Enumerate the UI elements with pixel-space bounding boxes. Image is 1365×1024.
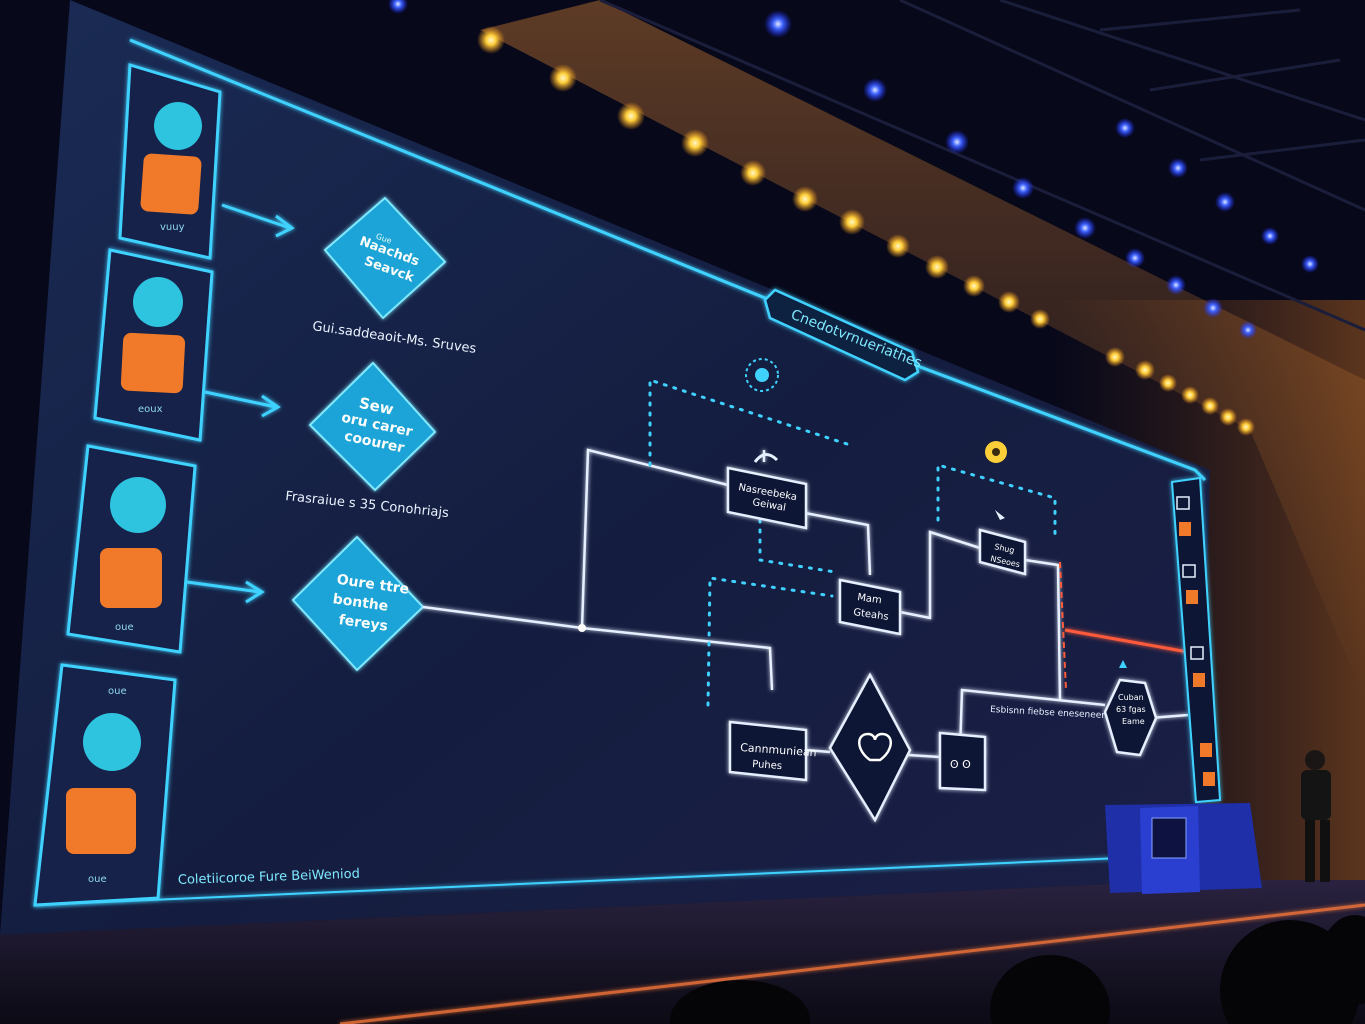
hexagon-line-3: Eame [1122,717,1145,726]
flow-box-main[interactable]: Mam Gteahs [838,578,902,636]
flow-box-line-1: Cannmuniean [740,741,817,759]
podium-screen [1151,817,1187,859]
diamond-2[interactable]: Sew oru carer coourer [308,361,437,492]
node-graph-icon [110,477,166,533]
projection-screen [0,0,1210,935]
heart-icon [858,732,892,762]
red-connector [1064,628,1189,654]
diamond-line-3: fereys [338,612,389,635]
flow-box-communication[interactable]: Cannmuniean Puhes [728,720,817,782]
flow-box-line-1: Shug [994,542,1016,555]
gear-badge-icon [985,441,1007,463]
stage-edge [339,903,1365,1024]
cloud-icon [753,453,779,463]
sidebar-arrows [186,203,295,604]
screen-border-bottom [34,854,1191,906]
sidebar-card-label: vuuy [160,222,185,233]
sidebar-card-1[interactable]: vuuy [118,63,222,260]
red-connector-vertical [1059,561,1067,691]
sidebar-card-4[interactable]: oue oue [33,663,177,907]
flow-box-gateway[interactable]: Nasreebeka Geiwal [726,466,808,530]
flow-hexagon[interactable]: Cuban 63 fgas Eame [1103,678,1158,757]
flow-box-line-2: Puhes [752,759,783,772]
flow-dotted-lines [648,377,1057,707]
chip-icon [83,713,141,771]
plane-icon [995,510,1005,520]
panel-icon [1190,646,1204,660]
panel-icon [1179,522,1191,536]
flow-box-nodes[interactable]: Shug NSeoes [978,528,1027,576]
sidebar-card-label: oue [88,874,107,885]
flow-box-switch-label: ʘ ʘ [950,758,971,771]
gear-cluster-icon [140,153,202,215]
sidebar-card-label: oue [115,622,134,633]
fish-icon [154,102,202,150]
panel-icon [1203,772,1215,786]
panel-icon [1200,743,1212,757]
flow-box-line-1: Mam [857,592,883,606]
gear-cluster-icon [120,332,186,394]
panel-icon [1176,496,1190,510]
hexagon-line-1: Cuban [1118,693,1144,702]
flow-junction-dot [578,624,586,632]
diamond-1[interactable]: Gue Naachds Seavck [323,196,447,320]
network-brain-icon [745,358,779,392]
flow-box-switch[interactable]: ʘ ʘ [938,731,987,792]
spotlights-blue [388,0,1319,339]
audience [670,915,1365,1024]
screen-border-top [129,38,771,302]
fish-icon [133,277,183,327]
decision-diamond[interactable] [828,672,912,823]
sidebar-card-top-label: oue [108,686,127,697]
sidebar: vuuy eoux oue oue oue [33,63,222,907]
screen-border-top-right [914,363,1207,482]
flow-box-line-2: Gteahs [853,607,890,623]
presenter [1301,750,1331,882]
drop-icon [1119,660,1127,668]
sidebar-card-label: eoux [138,404,163,415]
cat-icon [66,788,136,854]
panel-icon [1193,673,1205,687]
flow-lines [422,448,1189,759]
diamond-3[interactable]: Oure ttre bonthe fereys [291,535,425,672]
right-icon-panel [1170,476,1222,804]
rocket-icon [100,548,162,608]
sidebar-card-3[interactable]: oue [66,444,197,654]
podium [1105,803,1262,894]
hexagon-line-2: 63 fgas [1116,705,1146,714]
lighting-truss [599,0,1365,332]
diamond-line-2: bonthe [332,591,389,615]
sidebar-card-2[interactable]: eoux [93,248,214,442]
panel-icon [1182,564,1196,578]
panel-icon [1186,590,1198,604]
spotlights-warm [477,26,1255,436]
screen-footer: Coletiicoroe Fure BeiWeniod [178,867,360,888]
